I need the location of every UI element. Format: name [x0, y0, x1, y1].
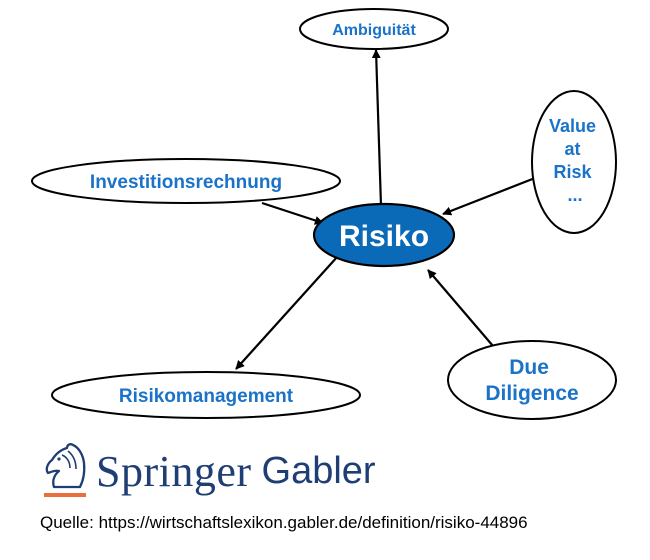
node-risiko: Risiko	[312, 202, 456, 268]
node-investitionsrechnung: Investitionsrechnung	[31, 158, 341, 204]
node-risikomanagement-label: Risikomanagement	[119, 386, 294, 407]
edge-value-at-risk-to-risiko	[442, 176, 536, 216]
node-value-at-risk-line-2: at	[564, 139, 580, 159]
edge-investitionsrechnung-to-risiko	[261, 201, 324, 225]
node-value-at-risk-line-4: ...	[567, 185, 582, 205]
node-due-diligence: Due Diligence	[447, 340, 617, 420]
springer-gabler-logo: Springer Gabler	[40, 440, 376, 502]
node-due-diligence-label: Due Diligence	[485, 356, 578, 405]
edge-risiko-to-risikomanagement	[235, 255, 339, 370]
edge-risiko-to-ambiguitaet	[371, 49, 383, 207]
node-risikomanagement: Risikomanagement	[51, 371, 361, 419]
node-ambiguitaet-label: Ambiguität	[332, 22, 416, 39]
knight-chess-icon	[44, 443, 86, 497]
node-value-at-risk-line-3: Risk	[553, 162, 592, 182]
brand-gabler: Gabler	[261, 449, 376, 492]
node-value-at-risk-label: Value at Risk ...	[549, 116, 601, 205]
concept-map: Risiko Ambiguität Value at Risk ... Inve…	[31, 8, 617, 420]
node-investitionsrechnung-label: Investitionsrechnung	[90, 172, 282, 193]
brand-springer: Springer	[96, 446, 252, 496]
edge-due-diligence-to-risiko	[427, 269, 494, 347]
node-ambiguitaet: Ambiguität	[299, 8, 449, 50]
node-due-diligence-line-1: Due	[509, 356, 549, 379]
node-value-at-risk: Value at Risk ...	[531, 90, 617, 234]
node-risiko-label: Risiko	[339, 220, 429, 253]
node-due-diligence-line-2: Diligence	[485, 382, 578, 405]
node-value-at-risk-line-1: Value	[549, 116, 596, 136]
source-citation: Quelle: https://wirtschaftslexikon.gable…	[40, 513, 528, 532]
